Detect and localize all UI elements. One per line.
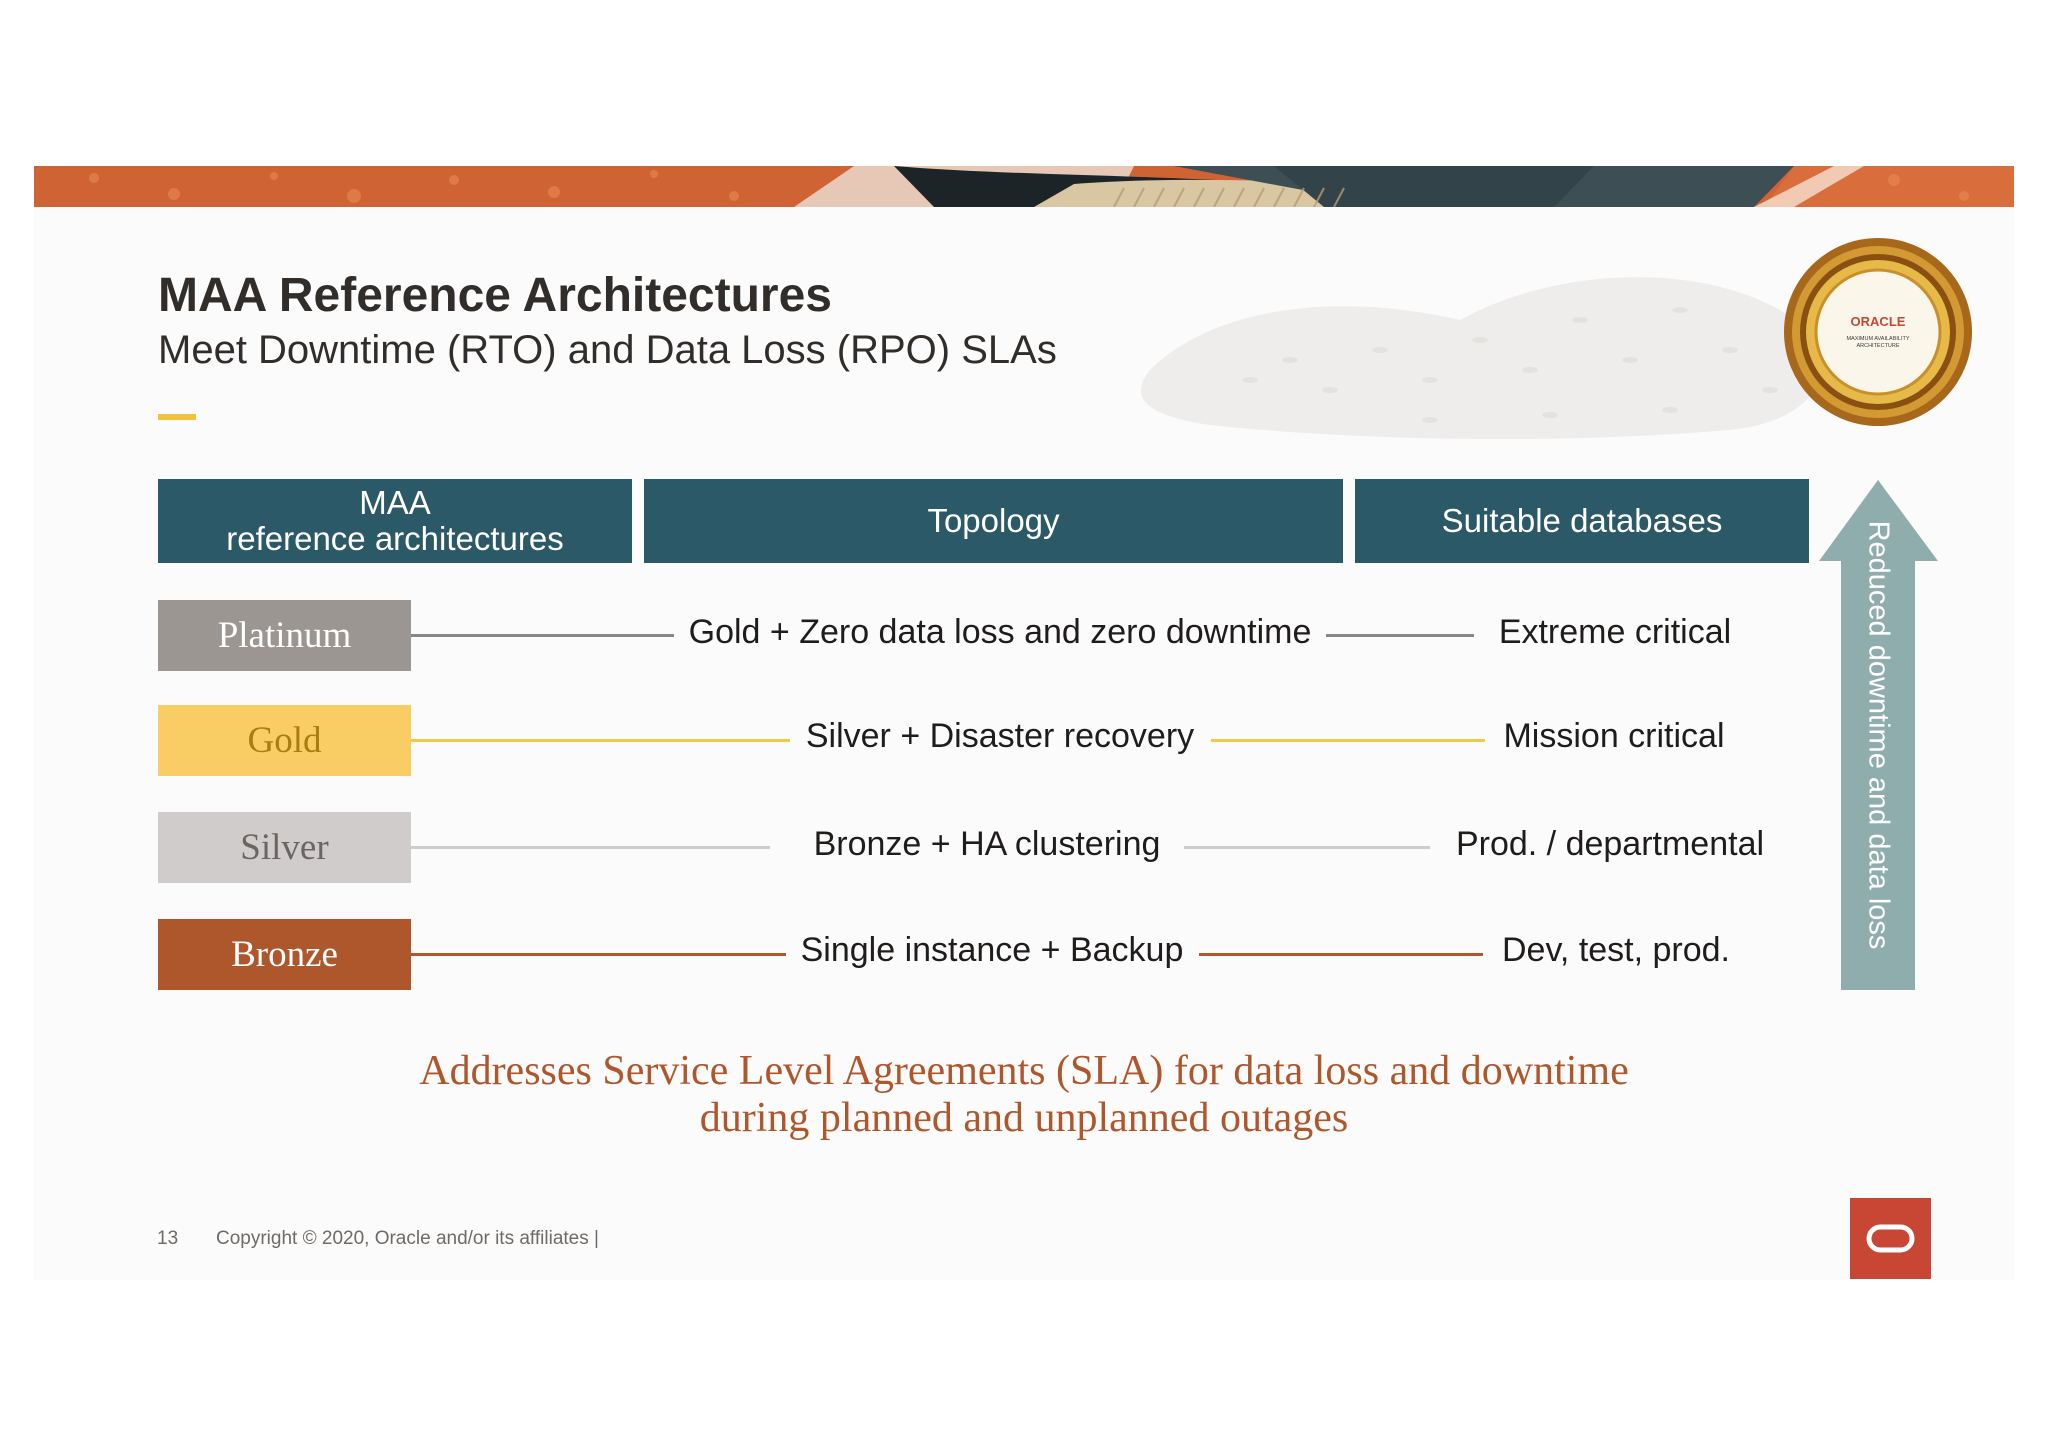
reduced-downtime-arrow-icon <box>1819 480 1938 990</box>
database-platinum: Extreme critical <box>1498 613 1732 651</box>
connector-line <box>411 739 790 742</box>
sla-tagline: Addresses Service Level Agreements (SLA)… <box>0 1048 2048 1142</box>
connector-line <box>411 846 770 849</box>
badge-brand: ORACLE <box>1851 314 1906 329</box>
tier-silver: Silver <box>158 812 411 883</box>
database-gold: Mission critical <box>1503 717 1725 755</box>
header-arch-line2: reference architectures <box>226 520 564 557</box>
arrow-label: Reduced downtime and data loss <box>1862 520 1895 950</box>
header-arch-line1: MAA <box>359 484 431 521</box>
slide-title: MAA Reference Architectures <box>158 269 832 322</box>
topology-platinum: Gold + Zero data loss and zero downtime <box>688 613 1312 651</box>
database-silver: Prod. / departmental <box>1455 825 1765 863</box>
topology-gold: Silver + Disaster recovery <box>805 717 1195 755</box>
decorative-pattern <box>1130 250 1850 450</box>
title-accent-bar <box>158 414 196 420</box>
badge-line2: ARCHITECTURE <box>1856 343 1899 349</box>
tier-gold: Gold <box>158 705 411 776</box>
copyright-text: Copyright © 2020, Oracle and/or its affi… <box>216 1228 599 1249</box>
header-topology: Topology <box>644 479 1343 563</box>
connector-line <box>411 953 786 956</box>
connector-line <box>411 634 674 637</box>
connector-line <box>1211 739 1485 742</box>
maa-badge-icon: ORACLE MAXIMUM AVAILABILITY ARCHITECTURE <box>1782 236 1974 428</box>
tagline-line1: Addresses Service Level Agreements (SLA)… <box>419 1048 1629 1094</box>
decorative-banner <box>34 166 2014 207</box>
connector-line <box>1184 846 1430 849</box>
badge-line1: MAXIMUM AVAILABILITY <box>1846 336 1909 342</box>
header-suitable-databases: Suitable databases <box>1355 479 1809 563</box>
tagline-line2: during planned and unplanned outages <box>699 1095 1349 1141</box>
connector-line <box>1199 953 1483 956</box>
page-number: 13 <box>157 1228 179 1249</box>
topology-silver: Bronze + HA clustering <box>813 825 1161 863</box>
oracle-logo-icon <box>1850 1198 1931 1279</box>
slide-subtitle: Meet Downtime (RTO) and Data Loss (RPO) … <box>158 328 1057 372</box>
topology-bronze: Single instance + Backup <box>800 931 1184 969</box>
tier-platinum: Platinum <box>158 600 411 671</box>
connector-line <box>1326 634 1474 637</box>
tier-bronze: Bronze <box>158 919 411 990</box>
header-reference-architectures: MAA reference architectures <box>158 479 632 563</box>
database-bronze: Dev, test, prod. <box>1501 931 1731 969</box>
